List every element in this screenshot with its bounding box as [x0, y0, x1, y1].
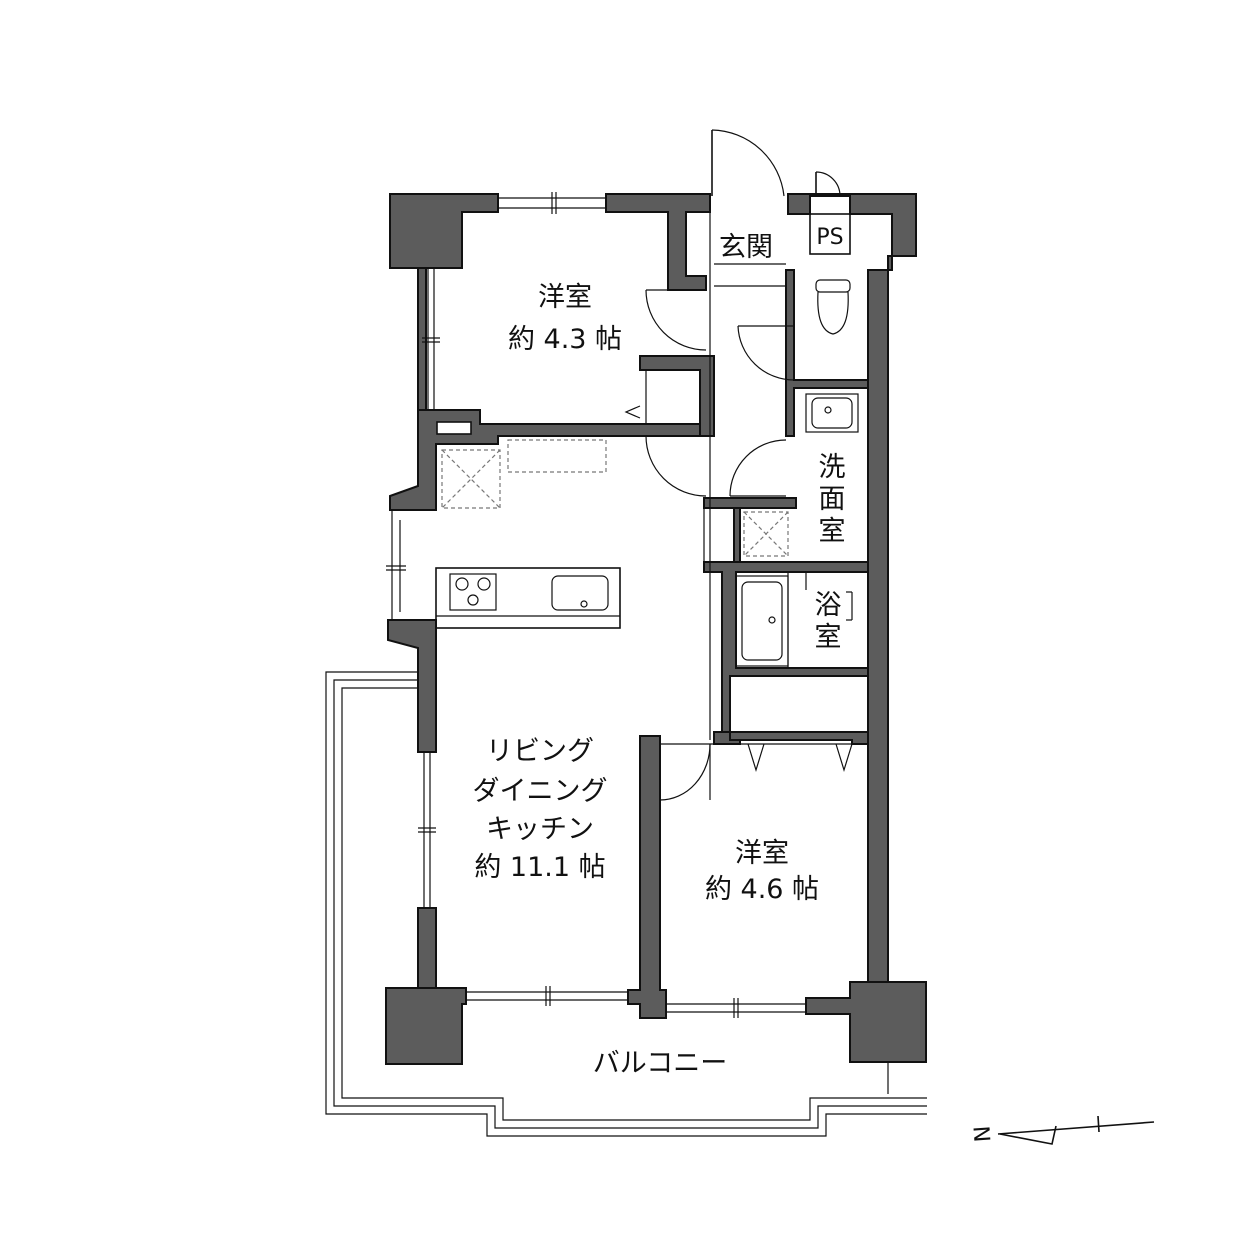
compass-icon: N: [970, 1115, 1155, 1145]
stove-icon: [449, 573, 497, 611]
fixtures: [435, 213, 859, 668]
washing-machine-pan: [743, 511, 789, 557]
ldk-label-3: キッチン: [486, 814, 594, 845]
balcony-label: バルコニー: [593, 1048, 727, 1079]
pipe-space-box: [809, 213, 851, 255]
balcony-railing: [325, 671, 927, 1137]
doors: [624, 129, 868, 801]
ldk-label-1: リビング: [486, 736, 594, 767]
interior-lines: [703, 212, 853, 740]
compass-north-label: N: [970, 1125, 996, 1143]
cupboard-outline: [507, 439, 607, 473]
bathroom-label-2: 室: [815, 622, 842, 653]
windows: [386, 192, 806, 1018]
western-room-upper-name: 洋室: [538, 282, 592, 313]
kitchen-counter: [435, 567, 621, 629]
washroom-label-1: 洗: [819, 452, 846, 483]
ldk-area: 約 11.1 帖: [474, 852, 605, 883]
fridge-space: [441, 449, 501, 509]
washroom-label-2: 面: [819, 484, 846, 515]
walls: [385, 193, 927, 1065]
toilet-icon: [815, 279, 851, 335]
western-room-upper-area: 約 4.3 帖: [508, 324, 622, 355]
bathroom-label-1: 浴: [815, 590, 842, 621]
bathtub-icon: [735, 572, 789, 668]
sink-icon: [551, 575, 609, 611]
pipe-space-label: PS: [816, 225, 843, 250]
washbasin-icon: [805, 393, 859, 433]
room-labels: 洋室 約 4.3 帖 玄関 PS 洗 面 室 浴 室 リビング ダイニング キッ…: [473, 225, 846, 1079]
western-room-lower-name: 洋室: [735, 838, 789, 869]
western-room-lower-area: 約 4.6 帖: [705, 874, 819, 905]
washroom-label-3: 室: [819, 516, 846, 547]
ldk-label-2: ダイニング: [473, 776, 608, 807]
entrance-label: 玄関: [719, 232, 773, 263]
